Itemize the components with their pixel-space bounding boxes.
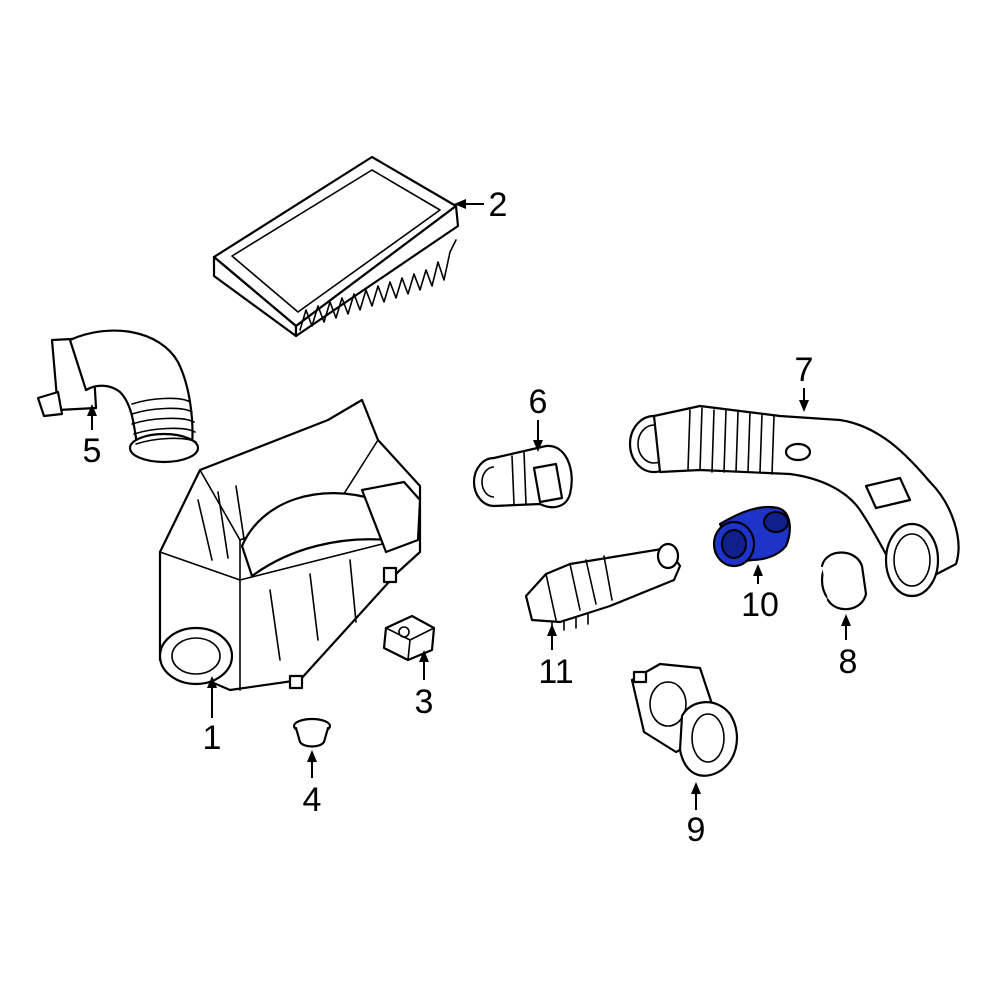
- part-intake-duct: [36, 329, 200, 464]
- leader-lines: [87, 199, 851, 810]
- part-clamp-ring: [820, 551, 868, 611]
- part-air-filter: [212, 155, 460, 338]
- part-air-cleaner-housing: [158, 398, 422, 692]
- part-bracket: [382, 614, 436, 662]
- callout-4: 4: [303, 781, 322, 819]
- part-mass-air-flow-sensor: [472, 444, 573, 509]
- callout-labels: 1 2 3 4 5 6 7 8 9 10 11: [83, 186, 858, 849]
- callout-3: 3: [415, 683, 434, 721]
- callout-2: 2: [489, 186, 508, 224]
- part-intake-hose: [628, 404, 960, 598]
- part-resonator: [524, 542, 682, 633]
- callout-7: 7: [795, 351, 814, 389]
- callout-11: 11: [538, 653, 573, 691]
- callout-10: 10: [741, 586, 779, 624]
- part-throttle-body: [630, 662, 739, 777]
- part-grommet: [292, 717, 332, 748]
- part-elbow-hose-highlighted: [712, 505, 791, 568]
- callout-9: 9: [687, 811, 706, 849]
- callout-5: 5: [83, 432, 102, 470]
- callout-8: 8: [839, 643, 858, 681]
- callout-6: 6: [529, 383, 548, 421]
- callout-1: 1: [203, 719, 222, 757]
